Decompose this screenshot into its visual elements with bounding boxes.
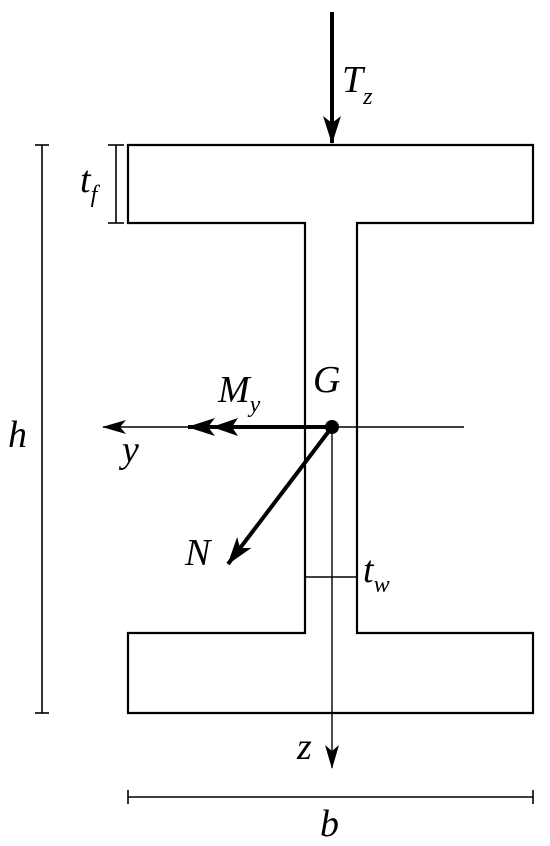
web-thickness-label: tw — [363, 549, 390, 598]
normal-force-arrow — [226, 425, 334, 566]
centroid-dot — [325, 420, 339, 434]
axis-z-label: z — [296, 726, 312, 768]
width-label: b — [320, 803, 339, 845]
height-label: h — [8, 414, 27, 456]
axis-y-label: y — [118, 429, 139, 471]
centroid-label: G — [313, 359, 340, 401]
moment-label: My — [217, 369, 261, 418]
flange-thickness-label: tf — [80, 159, 101, 208]
normal-force-label: N — [184, 532, 213, 574]
load-label: Tz — [342, 59, 373, 110]
moment-second-arrowhead — [212, 418, 238, 436]
i-beam-section — [126, 143, 535, 715]
